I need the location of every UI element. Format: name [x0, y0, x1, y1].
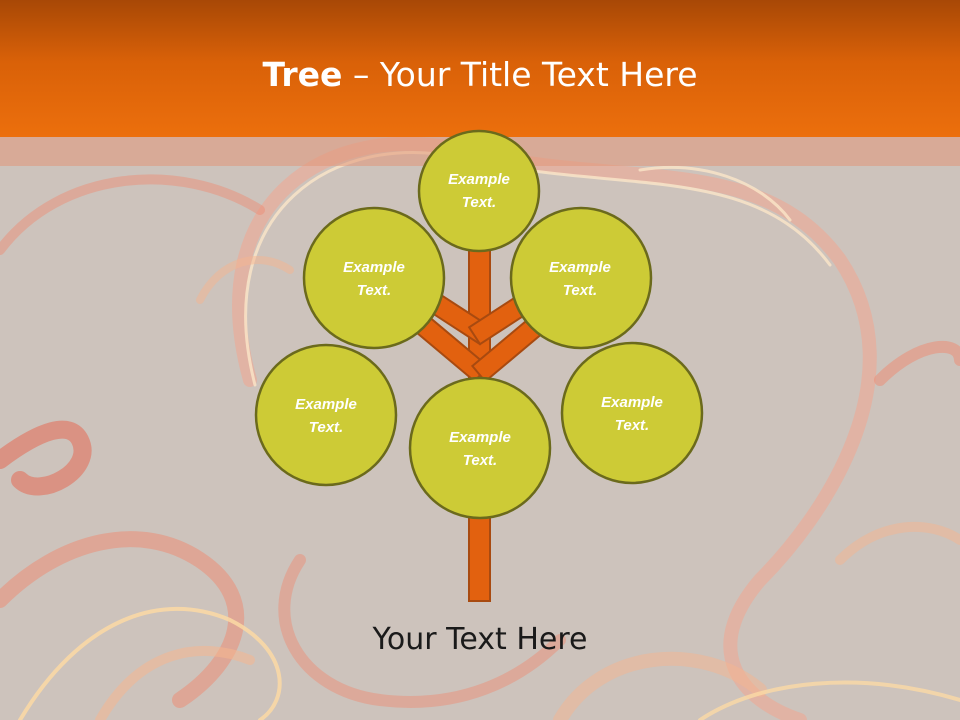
node-center: [408, 376, 552, 520]
node-text-line: Text.: [462, 452, 498, 469]
node-top-text[interactable]: Example Text.: [419, 168, 539, 214]
node-text-line: Example: [549, 259, 611, 276]
node-text-line: Example: [448, 171, 510, 188]
node-center-text[interactable]: Example Text.: [420, 426, 540, 472]
node-text-line: Example: [449, 429, 511, 446]
node-lower-right-text[interactable]: Example Text.: [572, 391, 692, 437]
node-text-line: Text.: [308, 419, 344, 436]
node-text-line: Text.: [461, 194, 497, 211]
slide-title[interactable]: Tree – Your Title Text Here: [0, 52, 960, 98]
node-text-line: Text.: [614, 417, 650, 434]
node-upper-left-text[interactable]: Example Text.: [314, 256, 434, 302]
node-lower-right: [560, 341, 704, 485]
title-bar: [0, 0, 960, 137]
node-upper-left: [302, 206, 446, 350]
title-text: Your Title Text Here: [379, 55, 698, 94]
tree-nodes: [254, 129, 704, 520]
node-text-line: Example: [295, 396, 357, 413]
node-text-line: Text.: [356, 282, 392, 299]
node-text-line: Example: [343, 259, 405, 276]
node-text-line: Example: [601, 394, 663, 411]
node-lower-left: [254, 343, 398, 487]
title-bold-part: Tree: [262, 55, 343, 94]
node-text-line: Text.: [562, 282, 598, 299]
node-top: [417, 129, 541, 253]
node-lower-left-text[interactable]: Example Text.: [266, 393, 386, 439]
footer-text[interactable]: Your Text Here: [372, 622, 588, 657]
title-dash: –: [342, 55, 380, 94]
node-upper-right: [509, 206, 653, 350]
node-upper-right-text[interactable]: Example Text.: [520, 256, 640, 302]
